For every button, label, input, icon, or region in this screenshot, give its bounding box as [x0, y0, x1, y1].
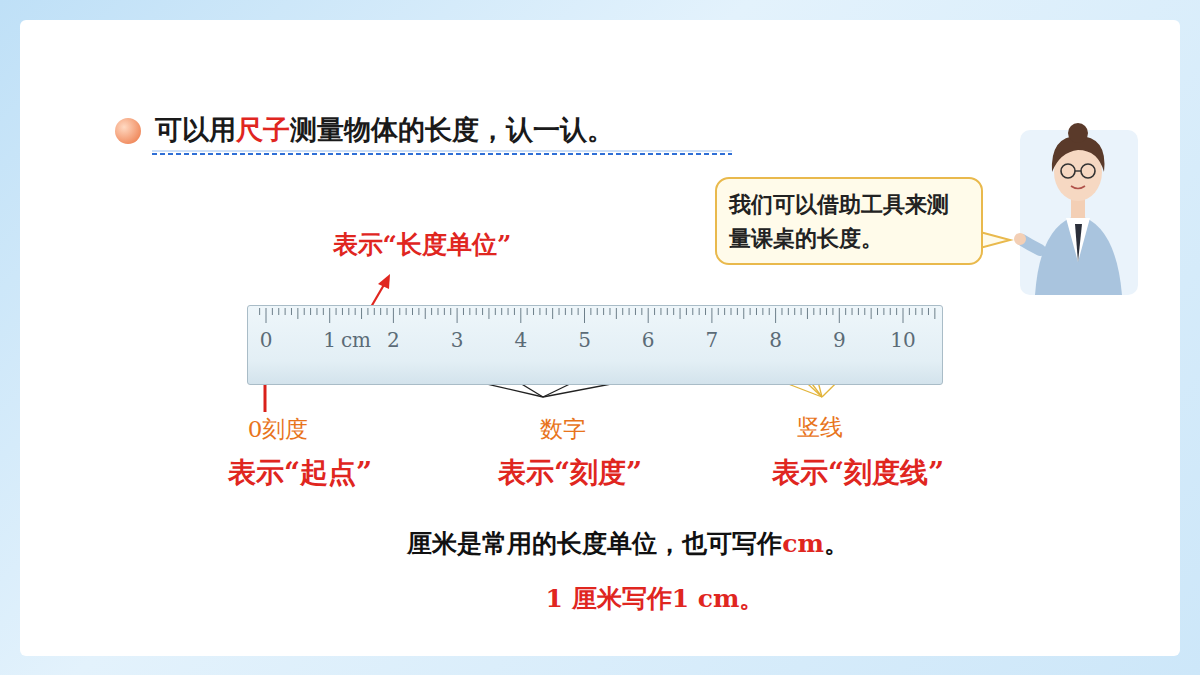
- scale-number: 1: [323, 328, 336, 352]
- scale-number: 5: [578, 328, 591, 352]
- scale-number: 8: [769, 328, 782, 352]
- scale-number: 6: [642, 328, 655, 352]
- part-name: 竖线: [797, 412, 843, 443]
- callout-label: 表示“长度单位”: [333, 228, 512, 261]
- scale-number: 0: [260, 328, 273, 352]
- part-name: 数字: [540, 414, 586, 445]
- title-underline: [152, 151, 732, 152]
- bullet-dot: [115, 118, 141, 144]
- speech-bubble: 我们可以借助工具来测量课桌的长度。: [715, 177, 983, 265]
- highlight: 尺子: [236, 114, 290, 145]
- teacher-figure: [1014, 123, 1138, 295]
- scale-number: cm: [341, 328, 371, 352]
- note-text: 厘米是常用的长度单位，也可写作cm。: [407, 527, 849, 560]
- scale-number: 4: [514, 328, 527, 352]
- callout-label: 表示“刻度线”: [772, 454, 944, 492]
- part-name: 0刻度: [248, 414, 309, 445]
- ruler: 0 1cm 2 3 4 5 6 7 8 9 10: [247, 305, 943, 385]
- scale-number: 2: [387, 328, 400, 352]
- bubble-text: 我们可以借助工具来测量课桌的长度。: [729, 187, 969, 255]
- scale-number: 7: [706, 328, 719, 352]
- callout-label: 表示“刻度”: [498, 454, 642, 492]
- callout-label: 表示“起点”: [228, 454, 372, 492]
- arrow-head: [378, 274, 390, 289]
- scale-number: 9: [833, 328, 846, 352]
- scale-number: 10: [890, 328, 915, 352]
- bubble-tail: [980, 232, 1010, 248]
- highlight: cm: [782, 529, 824, 558]
- slide-title: 可以用尺子测量物体的长度，认一认。: [155, 112, 614, 148]
- scale-number: 3: [451, 328, 464, 352]
- title-underline: [152, 153, 732, 155]
- note-text: 1 厘米写作1 cm。: [546, 582, 765, 615]
